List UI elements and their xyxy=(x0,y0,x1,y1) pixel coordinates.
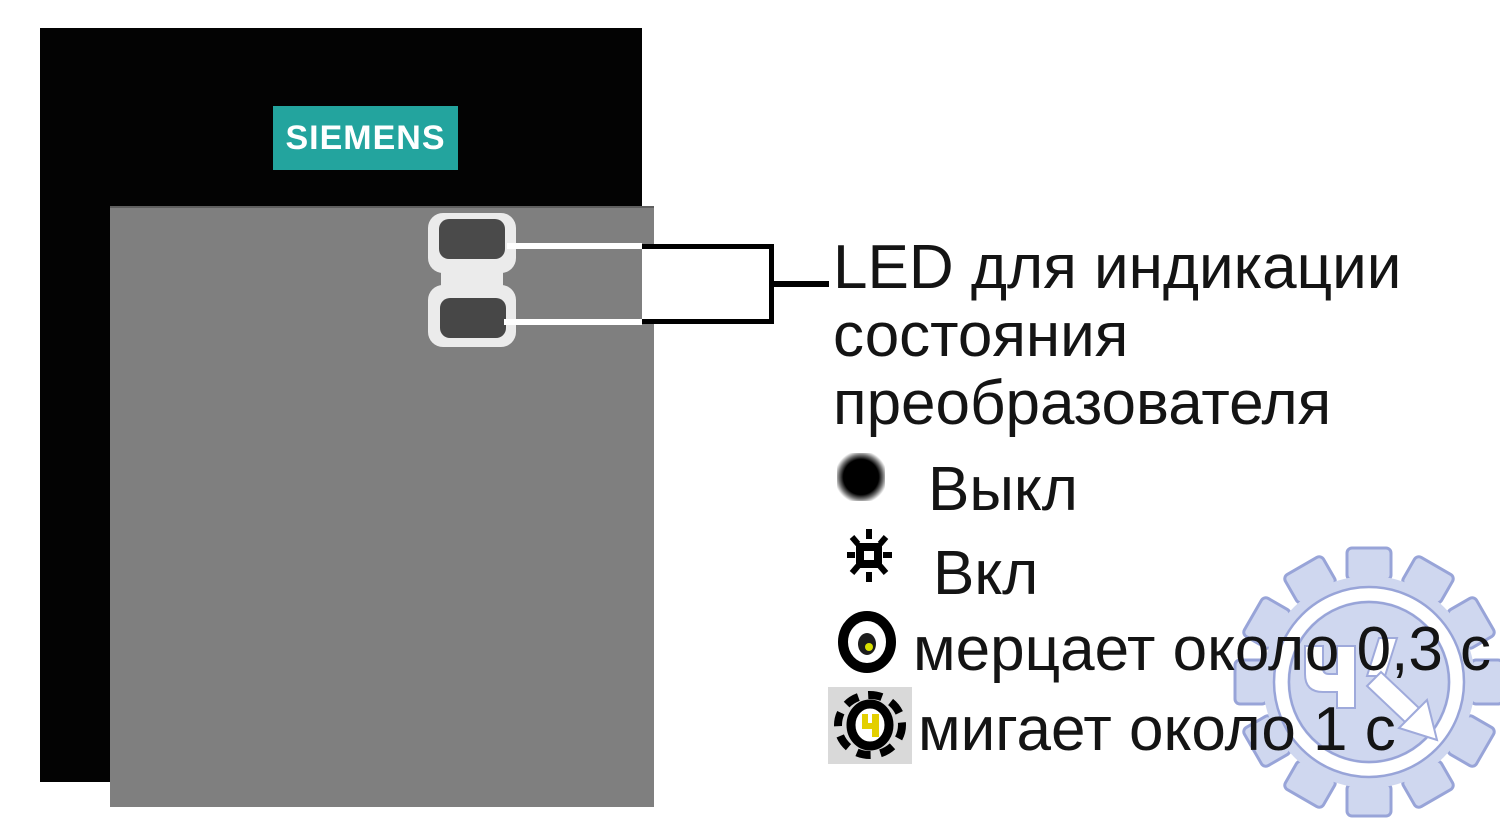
gear-watermark-icon xyxy=(1233,546,1500,818)
annotation-line-2: состояния xyxy=(833,301,1129,370)
legend-label-blink: мигает около 1 с xyxy=(918,695,1396,764)
annotation-line-1: LED для индикации xyxy=(833,233,1402,302)
annotation-line-3: преобразователя xyxy=(833,369,1332,438)
status-led-top xyxy=(439,219,505,259)
legend-label-on: Вкл xyxy=(933,539,1039,608)
siemens-logo-text: SIEMENS xyxy=(285,118,446,157)
callout-connector-line xyxy=(772,281,829,287)
led-off-icon xyxy=(837,453,885,501)
callout-box xyxy=(642,244,774,324)
siemens-logo: SIEMENS xyxy=(273,106,458,170)
annotation-text: LED для индикации состояния преобразоват… xyxy=(833,234,1401,438)
converter-device: SIEMENS xyxy=(40,28,654,807)
led-bezel xyxy=(428,213,516,347)
front-panel xyxy=(110,206,654,807)
legend-label-off: Выкл xyxy=(928,455,1078,524)
led-flicker-icon xyxy=(838,611,896,673)
leader-line-top xyxy=(507,243,642,249)
led-on-icon xyxy=(847,529,892,582)
legend-label-flicker: мерцает около 0,3 с xyxy=(913,615,1492,684)
leader-line-bottom xyxy=(504,319,642,325)
led-blink-icon xyxy=(828,687,912,764)
status-led-bottom xyxy=(440,298,506,338)
